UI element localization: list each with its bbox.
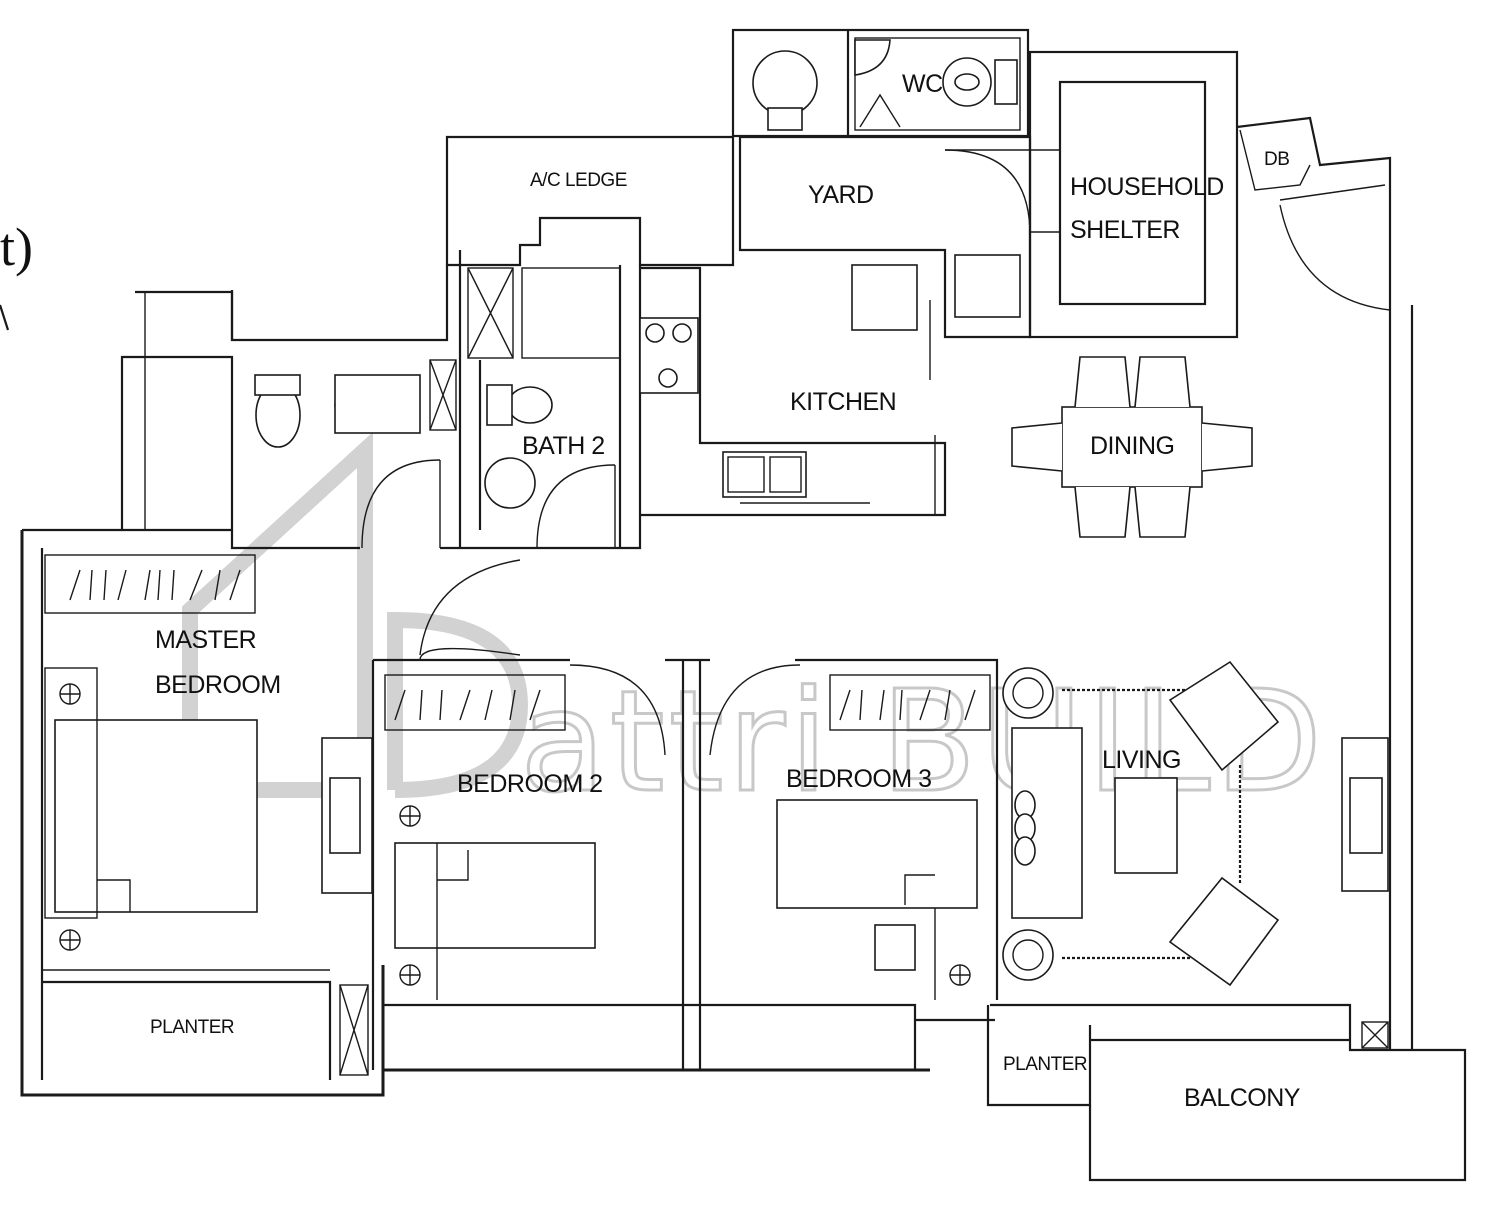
living-armchair-icon xyxy=(1168,660,1280,772)
label-planter-right: PLANTER xyxy=(1003,1054,1087,1075)
wc-basin-icon xyxy=(854,39,891,76)
dining-table-icon xyxy=(1061,406,1203,488)
living-armchair-icon xyxy=(1168,876,1280,987)
edge-fragment-text: t) xyxy=(0,217,33,277)
watermark-house-icon xyxy=(182,431,373,798)
bedroom2-door xyxy=(569,664,666,756)
water-heater-icon xyxy=(752,50,818,116)
master-door xyxy=(419,647,521,661)
label-planter-left: PLANTER xyxy=(150,1017,234,1038)
label-yard: YARD xyxy=(808,181,874,209)
dining-chair xyxy=(1201,422,1253,472)
master-bed-icon xyxy=(54,719,258,913)
bedroom3-bed-icon xyxy=(776,799,978,909)
label-master-bedroom-1: MASTER xyxy=(155,626,256,654)
walls xyxy=(20,28,1467,1182)
living-lamp-icon xyxy=(1002,667,1054,719)
main-door xyxy=(1279,204,1391,311)
label-ac-ledge: A/C LEDGE xyxy=(530,170,627,191)
living-coffee-table-icon xyxy=(1114,777,1178,874)
yard-fridge-icon xyxy=(851,264,918,331)
label-db: DB xyxy=(1264,149,1289,170)
watermark-d-shape xyxy=(387,611,529,798)
label-balcony: BALCONY xyxy=(1184,1084,1301,1112)
label-kitchen: KITCHEN xyxy=(790,388,896,416)
dining-chair xyxy=(1074,486,1131,538)
bedroom3-wardrobe xyxy=(829,674,991,731)
bedroom2-bed-icon xyxy=(394,842,596,949)
dining-chair xyxy=(1134,486,1191,538)
bedroom3-chair-icon xyxy=(874,924,916,971)
dining-chair xyxy=(1074,356,1131,408)
label-bedroom3: BEDROOM 3 xyxy=(786,765,932,793)
yard-door xyxy=(944,149,1031,236)
master-bath-door xyxy=(361,459,441,549)
living-lamp-icon xyxy=(1002,929,1054,981)
master-wardrobe xyxy=(44,554,256,614)
label-wc: WC xyxy=(902,70,943,98)
label-dining: DINING xyxy=(1090,432,1175,460)
bath2-shower-icon xyxy=(484,457,536,509)
label-bath2: BATH 2 xyxy=(522,432,605,460)
fixtures xyxy=(44,39,1391,1000)
bath2-toilet-icon xyxy=(507,386,553,424)
bedroom2-wardrobe xyxy=(384,674,566,731)
label-master-bedroom-2: BEDROOM xyxy=(155,671,281,699)
dining-chair xyxy=(1011,422,1063,472)
label-bedroom2: BEDROOM 2 xyxy=(457,770,603,798)
dining-chair xyxy=(1134,356,1191,408)
label-living: LIVING xyxy=(1102,746,1181,774)
bedroom3-door xyxy=(709,664,801,756)
label-household-shelter-2: SHELTER xyxy=(1070,216,1180,244)
room-labels: A/C LEDGE WC YARD HOUSEHOLD SHELTER DB B… xyxy=(150,70,1301,1112)
bath2-door xyxy=(536,464,616,549)
label-household-shelter-1: HOUSEHOLD xyxy=(1070,173,1224,201)
yard-washer-icon xyxy=(954,254,1021,318)
edge-fragment-mark xyxy=(0,304,10,331)
